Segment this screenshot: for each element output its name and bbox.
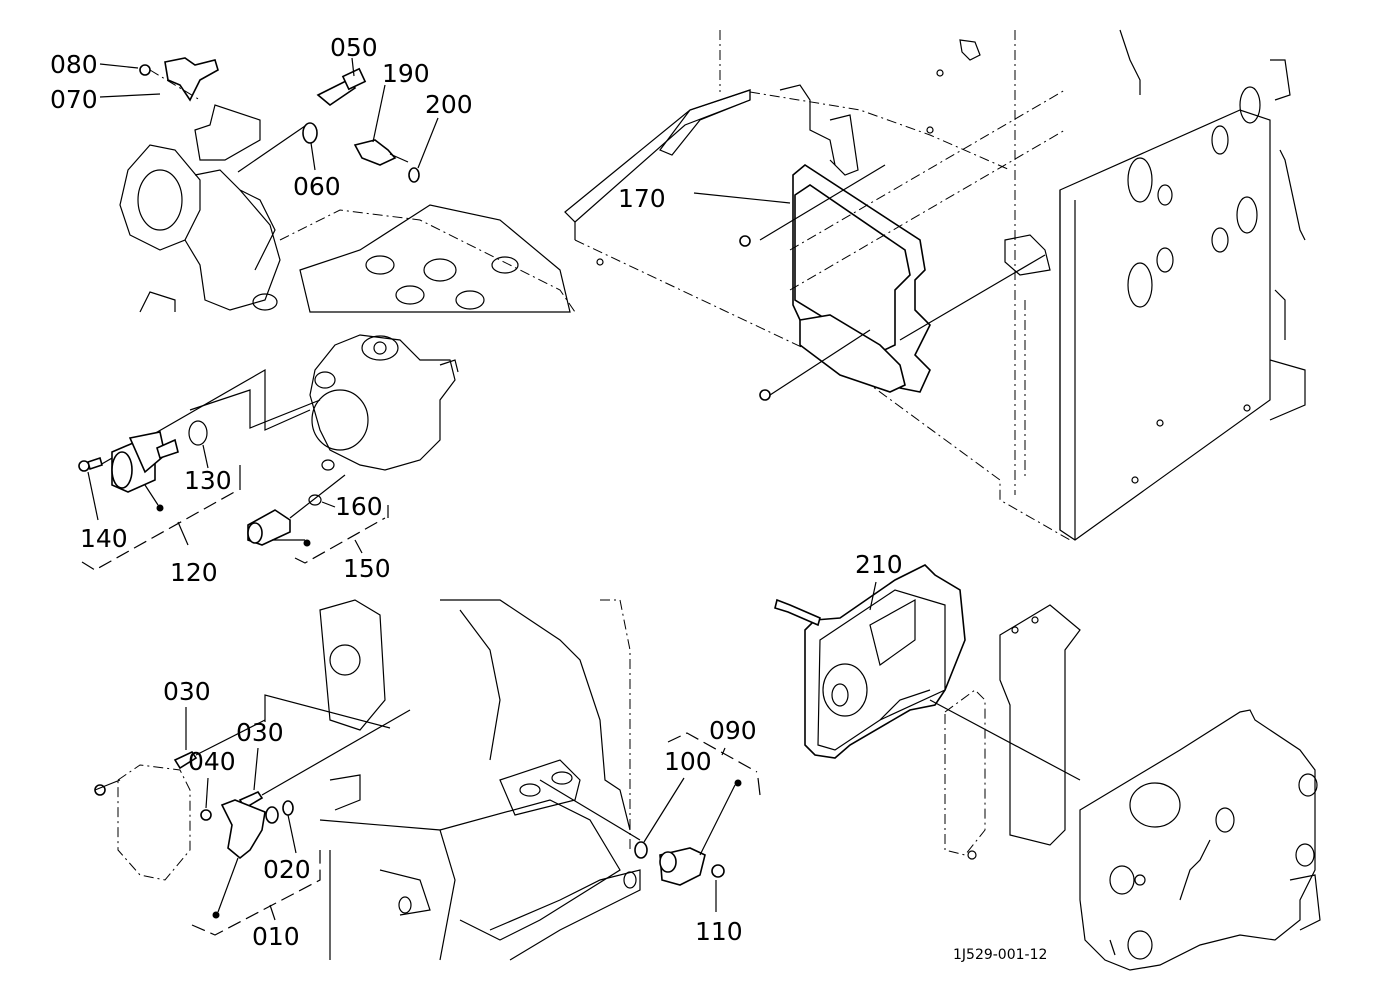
part-090-cam-sensor — [539, 779, 742, 886]
vehicle-frame — [564, 29, 1306, 541]
part-150-sensor — [247, 474, 346, 547]
bracket-010 — [191, 850, 321, 936]
engine-block-front — [319, 599, 641, 961]
callout-100: 100 — [664, 747, 712, 776]
part-200-washer — [408, 117, 439, 183]
callout-170: 170 — [618, 184, 666, 213]
callout-110: 110 — [695, 917, 743, 946]
dpf-unit — [1079, 709, 1321, 971]
part-060-washer — [237, 122, 318, 173]
callout-200: 200 — [425, 90, 473, 119]
part-040-nut — [200, 777, 212, 821]
dpf-bracket — [944, 604, 1081, 860]
callout-150: 150 — [343, 554, 391, 583]
part-130-oring — [188, 420, 209, 469]
part-100-oring — [634, 777, 685, 859]
callout-130: 130 — [184, 466, 232, 495]
callout-210: 210 — [855, 550, 903, 579]
callout-030-b: 030 — [236, 718, 284, 747]
cover-plate — [94, 764, 191, 881]
part-030-stud-a — [173, 707, 266, 770]
callout-050: 050 — [330, 33, 378, 62]
bracket-150 — [294, 517, 386, 564]
part-190-sensor — [353, 84, 409, 166]
part-170-ecu — [693, 89, 1066, 401]
part-050-sensor — [316, 57, 367, 107]
callout-060: 060 — [293, 172, 341, 201]
callout-010: 010 — [252, 922, 300, 951]
pump-connection-line — [99, 368, 311, 466]
exhaust-manifold-group — [119, 104, 576, 313]
bracket-090 — [667, 732, 758, 773]
part-210-cover — [774, 564, 1081, 781]
bracket-120 — [81, 489, 239, 571]
callout-040: 040 — [188, 747, 236, 776]
callout-030-a: 030 — [163, 677, 211, 706]
callout-190: 190 — [382, 59, 430, 88]
callout-080: 080 — [50, 50, 98, 79]
drawing-code: 1J529-001-12 — [953, 947, 1047, 963]
part-120-scv — [111, 431, 179, 512]
part-020-oring — [282, 800, 297, 854]
callout-120: 120 — [170, 558, 218, 587]
part-080-screw — [99, 63, 151, 76]
callout-070: 070 — [50, 85, 98, 114]
part-070-sensor — [99, 57, 219, 102]
part-140-bolt — [78, 456, 103, 521]
part-010-crank-sensor — [212, 799, 279, 919]
part-160-oring — [308, 494, 336, 508]
callout-090: 090 — [709, 716, 757, 745]
part-110-bolt — [711, 864, 725, 912]
callout-020: 020 — [263, 855, 311, 884]
callout-160: 160 — [335, 492, 383, 521]
callout-140: 140 — [80, 524, 128, 553]
fuel-pump — [309, 334, 459, 471]
